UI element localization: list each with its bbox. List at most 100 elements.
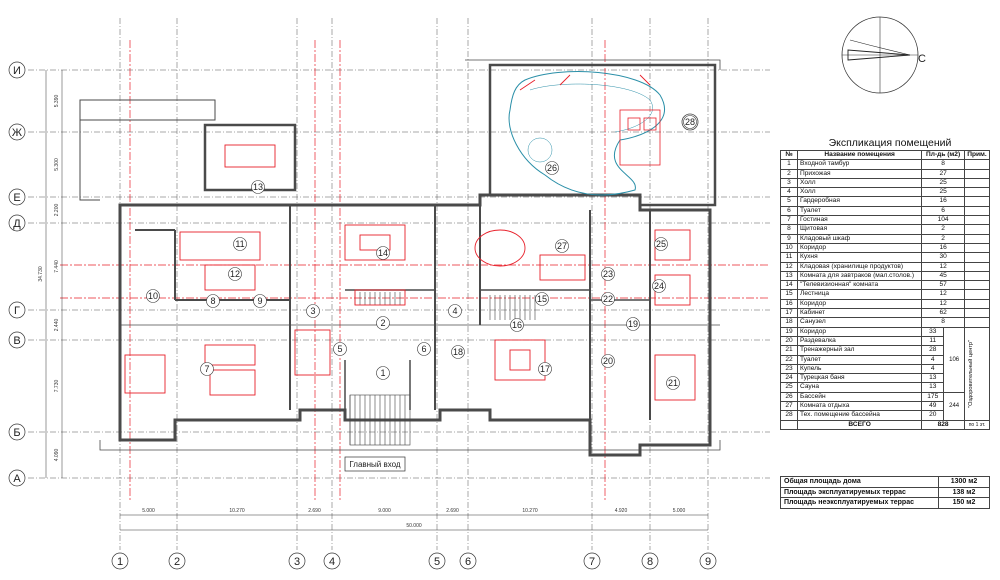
row-num: 5 [780,196,798,207]
room-number: 19 [628,319,638,329]
row-num: 23 [780,363,798,375]
row-note [964,224,990,235]
col-name: Название помещения [796,149,923,161]
row-note [964,168,990,179]
dim-horizontal: 2.690 [446,508,459,514]
dim-vertical: 2.440 [54,319,60,332]
row-name: Холл [796,187,923,198]
row-area: 4 [921,354,945,365]
room-marker: 9 [253,294,267,308]
axis-row-label: Ж [12,127,22,139]
row-area: 6 [921,205,965,217]
room-number: 25 [656,239,666,249]
row-num: 10 [780,242,798,254]
row-name: Туалет [796,205,923,217]
dim-vertical-total: 34.730 [38,266,44,282]
axis-col-label: 3 [294,556,300,568]
axis-row-4: Г [8,301,26,319]
row-name: Холл [796,177,923,189]
area-value: 138 м2 [938,486,990,498]
room-number: 2 [380,318,385,328]
row-area: 28 [921,345,945,356]
row-name: Лестница [796,289,923,300]
room-number: 4 [452,306,457,316]
row-num: 2 [780,168,798,179]
axis-col-6: 7 [583,552,601,570]
row-area: 12 [921,298,965,310]
row-note [964,298,990,310]
row-area: 13 [921,373,945,384]
room-marker: 23 [601,267,615,281]
furniture [124,74,696,401]
axis-row-label: Г [14,305,20,317]
row-area: 8 [921,317,965,328]
axis-col-label: 1 [117,556,123,568]
col-area: Пл-дь (м2) [921,149,965,161]
row-name: Гостиная [796,215,923,226]
dim-horizontal: 10.270 [522,508,538,514]
row-name: Бассейн [796,391,923,403]
row-area: 4 [921,363,945,375]
room-marker: 21 [666,376,680,390]
row-area: 12 [921,261,965,272]
room-number: 20 [603,356,613,366]
area-value: 1300 м2 [938,476,990,488]
axis-col-3: 4 [323,552,341,570]
room-number: 16 [512,320,522,330]
room-marker: 6 [417,342,431,356]
room-marker: 11 [233,237,247,251]
row-num: 26 [780,391,798,403]
room-marker: 10 [146,289,160,303]
axis-col-5: 6 [459,552,477,570]
row-note [964,205,990,217]
row-num: 21 [780,345,798,356]
room-marker: 5 [333,342,347,356]
dim-horizontal: 5.000 [142,508,155,514]
row-note [964,317,990,328]
axis-col-7: 8 [641,552,659,570]
axis-col-label: 6 [465,556,471,568]
row-num: 9 [780,233,798,244]
room-marker: 16 [510,318,524,332]
row-num: 15 [780,289,798,300]
row-area: 25 [921,187,965,198]
axis-col-2: 3 [288,552,306,570]
row-area: 8 [921,159,965,170]
room-number: 28 [685,117,695,127]
room-number: 24 [654,281,664,291]
room-number: 23 [603,269,613,279]
dim-horizontal: 10.270 [229,508,245,514]
row-num: 1 [780,159,798,170]
row-name: Купель [796,363,923,375]
row-area: 20 [921,410,945,421]
row-name: Турецкая баня [796,373,923,384]
row-num: 7 [780,215,798,226]
row-num: 18 [780,317,798,328]
col-note: Прим. [964,149,990,161]
room-number: 5 [337,344,342,354]
room-number: 3 [310,306,315,316]
row-name: Коридор [796,298,923,310]
row-area: 12 [921,289,965,300]
room-number: 8 [210,296,215,306]
row-num: 19 [780,326,798,337]
row-num: 11 [780,252,798,263]
total-blank [780,419,798,430]
row-num: 16 [780,298,798,310]
group-label: "Оздоровительный центр" [964,326,990,421]
room-number: 6 [421,344,426,354]
row-name: Санузел [796,317,923,328]
row-name: Кладовый шкаф [796,233,923,244]
